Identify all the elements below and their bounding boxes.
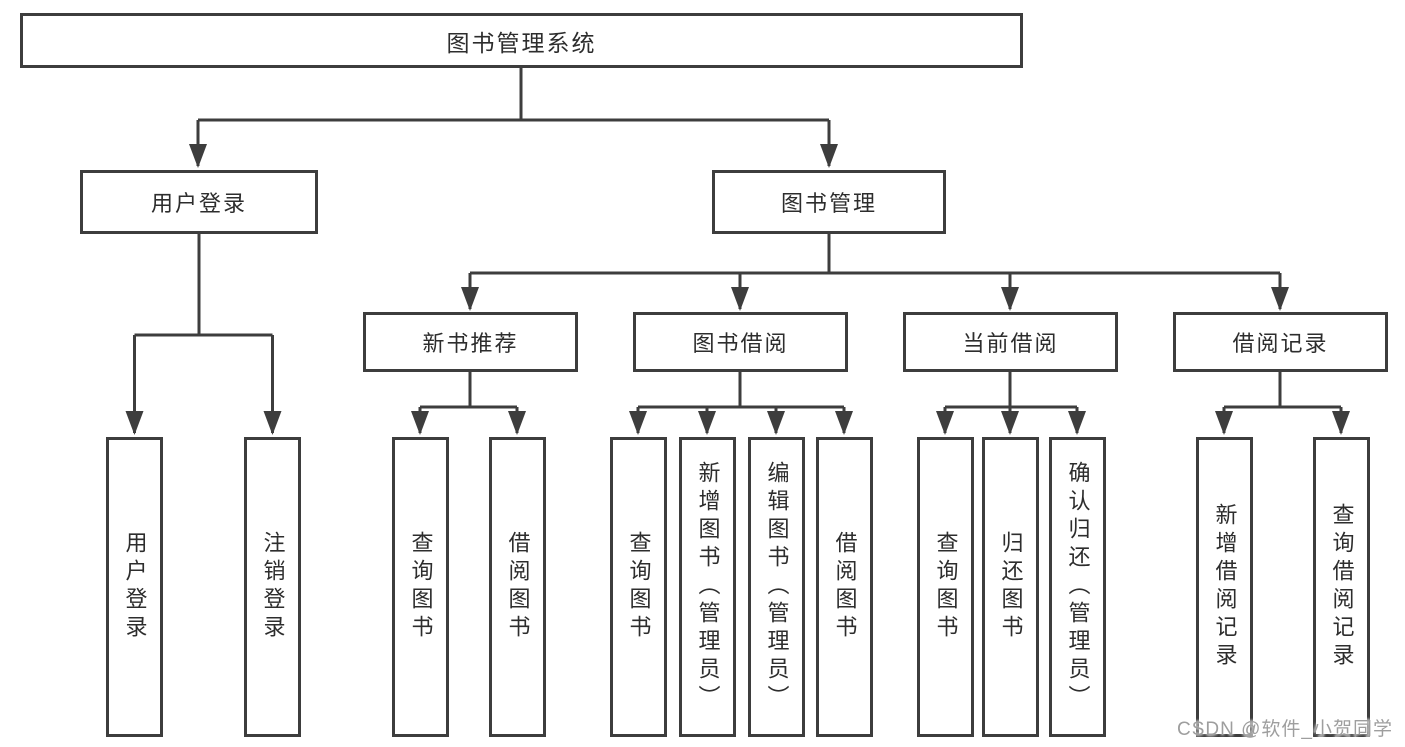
node-book-management-branch: 图书管理 <box>712 170 946 234</box>
leaf-label: 借阅图书 <box>832 531 858 643</box>
node-borrow-records: 借阅记录 <box>1173 312 1388 372</box>
leaf-label: 确认归还（管理员） <box>1065 461 1091 713</box>
node-current-borrow: 当前借阅 <box>903 312 1118 372</box>
leaf-query-books-recommend: 查询图书 <box>392 437 449 737</box>
connector-root <box>189 68 838 168</box>
node-label: 图书管理系统 <box>446 29 597 56</box>
leaf-label: 查询图书 <box>408 531 434 643</box>
node-user-login-branch: 用户登录 <box>80 170 318 234</box>
leaf-logout: 注销登录 <box>244 437 301 737</box>
node-label: 借阅记录 <box>1232 331 1329 356</box>
leaf-label: 用户登录 <box>122 531 148 643</box>
leaf-label: 归还图书 <box>998 531 1024 643</box>
leaf-label: 查询图书 <box>626 531 652 643</box>
connector-borrow-records <box>1215 372 1350 435</box>
node-label: 当前借阅 <box>962 331 1059 356</box>
csdn-watermark: CSDN @软件_小贺同学 <box>1177 719 1393 740</box>
node-library-management-system: 图书管理系统 <box>20 13 1023 68</box>
connector-book-borrow <box>629 372 853 435</box>
connector-new-book-recommend <box>411 372 526 435</box>
node-new-book-recommend: 新书推荐 <box>363 312 578 372</box>
leaf-return-books: 归还图书 <box>982 437 1039 737</box>
leaf-query-books-current: 查询图书 <box>917 437 974 737</box>
connector-user-login <box>125 234 282 435</box>
leaf-label: 新增图书（管理员） <box>695 461 721 713</box>
leaf-borrow-books: 借阅图书 <box>816 437 873 737</box>
leaf-label: 查询图书 <box>933 531 959 643</box>
leaf-add-books-admin: 新增图书（管理员） <box>679 437 736 737</box>
node-label: 用户登录 <box>150 191 247 216</box>
connector-current-borrow <box>936 372 1086 435</box>
leaf-user-login: 用户登录 <box>106 437 163 737</box>
leaf-label: 注销登录 <box>260 531 286 643</box>
leaf-edit-books-admin: 编辑图书（管理员） <box>748 437 805 737</box>
node-label: 图书借阅 <box>692 331 789 356</box>
leaf-label: 查询借阅记录 <box>1329 503 1355 671</box>
node-label: 新书推荐 <box>422 331 519 356</box>
leaf-borrow-books-recommend: 借阅图书 <box>489 437 546 737</box>
connector-book-management <box>461 234 1289 311</box>
leaf-add-borrow-record: 新增借阅记录 <box>1196 437 1253 737</box>
leaf-query-borrow-record: 查询借阅记录 <box>1313 437 1370 737</box>
node-book-borrow: 图书借阅 <box>633 312 848 372</box>
leaf-confirm-return-admin: 确认归还（管理员） <box>1049 437 1106 737</box>
leaf-label: 编辑图书（管理员） <box>764 461 790 713</box>
leaf-query-books-borrow: 查询图书 <box>610 437 667 737</box>
leaf-label: 新增借阅记录 <box>1212 503 1238 671</box>
node-label: 图书管理 <box>780 191 877 216</box>
leaf-label: 借阅图书 <box>505 531 531 643</box>
